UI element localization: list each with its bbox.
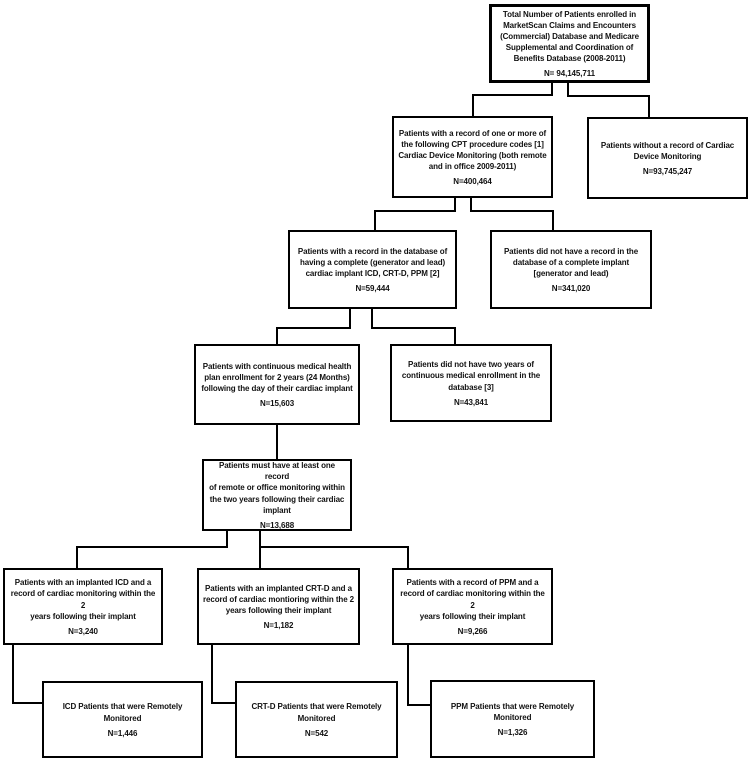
node-cpt-monitoring: Patients with a record of one or more of… (392, 116, 553, 198)
node-text: CRT-D Patients that were Remotely Monito… (251, 702, 382, 723)
node-text: Patients with a record in the database o… (297, 246, 448, 279)
node-text: Patients did not have a record in the da… (503, 246, 639, 279)
node-text: Patients did not have two years of conti… (401, 360, 541, 392)
node-count: N=1,446 (107, 728, 138, 738)
connector-cpt-to-noimplant (470, 198, 554, 230)
node-text: Patients without a record of Cardiac Dev… (600, 140, 735, 161)
node-count: N=59,444 (355, 284, 390, 294)
node-text: Patients with an implanted ICD and a rec… (10, 578, 156, 621)
connector-record-to-ppm (260, 546, 409, 568)
node-count: N=13,688 (259, 520, 295, 530)
node-count: N=3,240 (68, 626, 98, 636)
node-text: Patients with a record of one or more of… (398, 128, 547, 172)
node-text: Patients with an implanted CRT-D and a r… (202, 583, 355, 616)
connector-crtd-to-remote (211, 645, 235, 704)
connector-icd-to-remote (12, 645, 42, 704)
node-crtd-monitored: Patients with an implanted CRT-D and a r… (197, 568, 360, 645)
node-count: N= 94,145,711 (544, 69, 595, 79)
node-continuous-enrollment: Patients with continuous medical health … (194, 344, 360, 425)
connector-implant-to-enrollment (276, 309, 351, 344)
node-count: N=542 (304, 728, 329, 738)
node-total-enrolled: Total Number of Patients enrolled in Mar… (489, 4, 650, 83)
connector-record-to-icd (76, 531, 228, 568)
node-text: Patients must have at least one record o… (209, 461, 345, 515)
node-text: Total Number of Patients enrolled in Mar… (500, 9, 639, 64)
node-no-continuous-enrollment: Patients did not have two years of conti… (390, 344, 552, 422)
node-count: N=93,745,247 (642, 167, 693, 177)
node-crtd-remote: CRT-D Patients that were Remotely Monito… (235, 681, 398, 758)
node-count: N=9,266 (457, 626, 488, 636)
node-no-complete-implant: Patients did not have a record in the da… (490, 230, 652, 309)
node-icd-remote: ICD Patients that were Remotely Monitore… (42, 681, 203, 758)
connector-cpt-to-implant (374, 198, 456, 230)
node-count: N=1,182 (263, 621, 294, 631)
node-text: PPM Patients that were Remotely Monitore… (450, 701, 575, 722)
node-text: Patients with continuous medical health … (201, 361, 353, 394)
node-ppm-monitored: Patients with a record of PPM and a reco… (392, 568, 553, 645)
connector-ppm-to-remote (407, 645, 430, 706)
node-icd-monitored: Patients with an implanted ICD and a rec… (3, 568, 163, 645)
connector-total-to-cpt (472, 83, 553, 116)
node-count: N=1,326 (497, 728, 528, 738)
node-complete-implant: Patients with a record in the database o… (288, 230, 457, 309)
node-monitoring-record: Patients must have at least one record o… (202, 459, 352, 531)
node-no-monitoring-record: Patients without a record of Cardiac Dev… (587, 117, 748, 199)
node-text: ICD Patients that were Remotely Monitore… (62, 702, 183, 723)
node-text: Patients with a record of PPM and a reco… (400, 578, 545, 621)
connector-implant-to-noenrollment (371, 309, 456, 344)
node-count: N=15,603 (259, 399, 295, 409)
node-count: N=43,841 (453, 397, 489, 407)
node-ppm-remote: PPM Patients that were Remotely Monitore… (430, 680, 595, 758)
connector-total-to-nomonitoring (567, 83, 650, 117)
node-count: N=400,464 (453, 177, 492, 187)
node-count: N=341,020 (551, 284, 591, 294)
